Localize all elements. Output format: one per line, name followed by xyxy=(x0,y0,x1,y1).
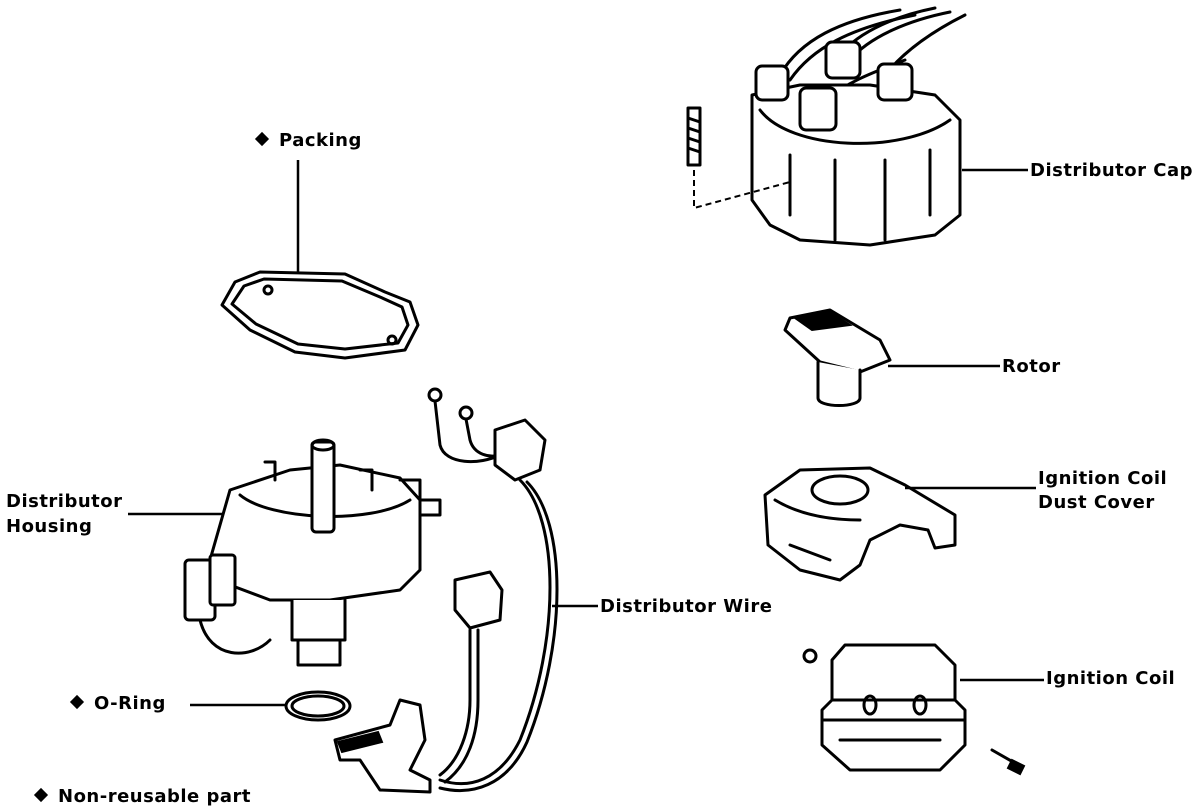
ignition-coil-label: Ignition Coil xyxy=(1046,668,1176,689)
distributor-housing xyxy=(183,438,442,667)
packing-gasket xyxy=(220,270,420,360)
rotor xyxy=(783,308,892,407)
o-ring xyxy=(284,690,352,722)
o-ring-label-text: O-Ring xyxy=(94,693,166,714)
packing-label: Packing xyxy=(254,128,362,153)
ignition-coil xyxy=(802,643,1026,776)
distributor-housing-label-line2: Housing xyxy=(6,516,93,537)
distributor-housing-label-line1: Distributor xyxy=(6,491,123,512)
ignition-coil-dust-cover xyxy=(763,466,957,582)
black-diamond-icon xyxy=(69,694,85,710)
legend-non-reusable: Non-reusable part xyxy=(33,784,252,809)
distributor-cap-label: Distributor Cap xyxy=(1030,160,1194,181)
dust-cover-label-line1: Ignition Coil xyxy=(1038,468,1168,489)
black-diamond-icon xyxy=(254,131,270,147)
o-ring-inner xyxy=(290,694,346,718)
packing-label-text: Packing xyxy=(279,130,362,151)
distributor-wire-label: Distributor Wire xyxy=(600,596,773,617)
o-ring-label: O-Ring xyxy=(69,691,166,716)
distributor-wire xyxy=(333,387,559,794)
rotor-label: Rotor xyxy=(1002,356,1061,377)
distributor-cap xyxy=(686,6,967,247)
black-diamond-icon xyxy=(33,787,49,803)
legend-text: Non-reusable part xyxy=(58,786,252,807)
dust-cover-label-line2: Dust Cover xyxy=(1038,492,1155,513)
